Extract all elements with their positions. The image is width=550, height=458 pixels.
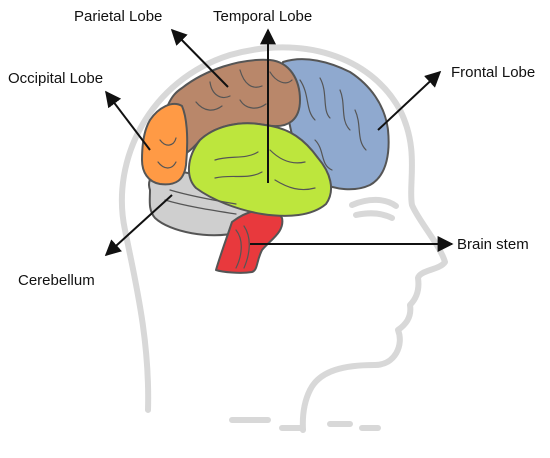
arrow-cerebellum [104, 194, 173, 257]
arrow-frontal [377, 70, 442, 131]
cerebellum-label: Cerebellum [18, 272, 95, 289]
arrow-parietal [170, 28, 229, 88]
brain-gyri-lines [157, 69, 367, 269]
label-arrows [104, 28, 454, 257]
brain-icon [141, 58, 390, 274]
arrow-occipital [105, 90, 151, 151]
temporal-lobe-label: Temporal Lobe [213, 8, 313, 25]
frontal-lobe-label: Frontal Lobe [451, 64, 536, 81]
parietal-lobe-label: Parietal Lobe [74, 8, 163, 25]
head-silhouette-icon [118, 44, 448, 433]
temporal-lobe-region [188, 122, 333, 217]
brain-stem-label: Brain stem [457, 236, 529, 253]
occipital-lobe-label: Occipital Lobe [8, 70, 104, 87]
